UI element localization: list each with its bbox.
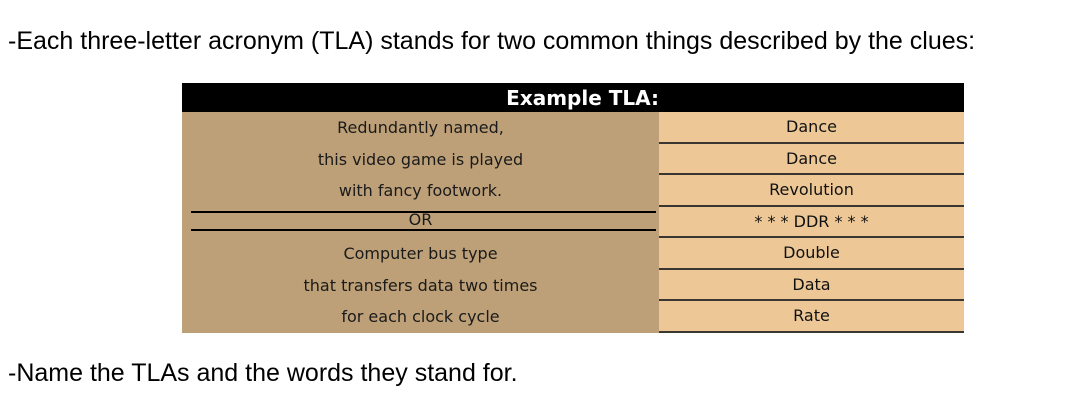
answer-cell: Rate [659, 301, 964, 333]
answer-cell-acronym: * * * DDR * * * [659, 207, 964, 238]
clue-line: that transfers data two times [303, 275, 538, 295]
clue-line: Computer bus type [343, 244, 498, 263]
answer-cell: Revolution [659, 175, 964, 207]
outro-instruction: -Name the TLAs and the words they stand … [8, 359, 518, 387]
answer-cell: Dance [659, 144, 964, 175]
table-body: Redundantly named, this video game is pl… [182, 112, 964, 333]
clue-line: Redundantly named, [337, 118, 504, 137]
answer-cell: Dance [659, 112, 964, 144]
or-divider: OR [182, 207, 659, 239]
divider-rule [191, 228, 656, 231]
clue-line: this video game is played [317, 149, 524, 169]
divider-rule [191, 210, 656, 213]
answer-column: Dance Dance Revolution * * * DDR * * * D… [659, 112, 964, 333]
example-tla-table: Example TLA: Redundantly named, this vid… [182, 83, 964, 333]
table-header-title: Example TLA: [506, 86, 659, 110]
clue-line: with fancy footwork. [338, 181, 503, 200]
intro-instruction: -Each three-letter acronym (TLA) stands … [8, 27, 976, 55]
table-header: Example TLA: [182, 83, 964, 112]
answer-cell: Data [659, 270, 964, 301]
answer-cell: Double [659, 238, 964, 270]
or-label: OR [408, 209, 433, 229]
clue-line: for each clock cycle [341, 307, 500, 326]
clue-column: Redundantly named, this video game is pl… [182, 112, 659, 333]
